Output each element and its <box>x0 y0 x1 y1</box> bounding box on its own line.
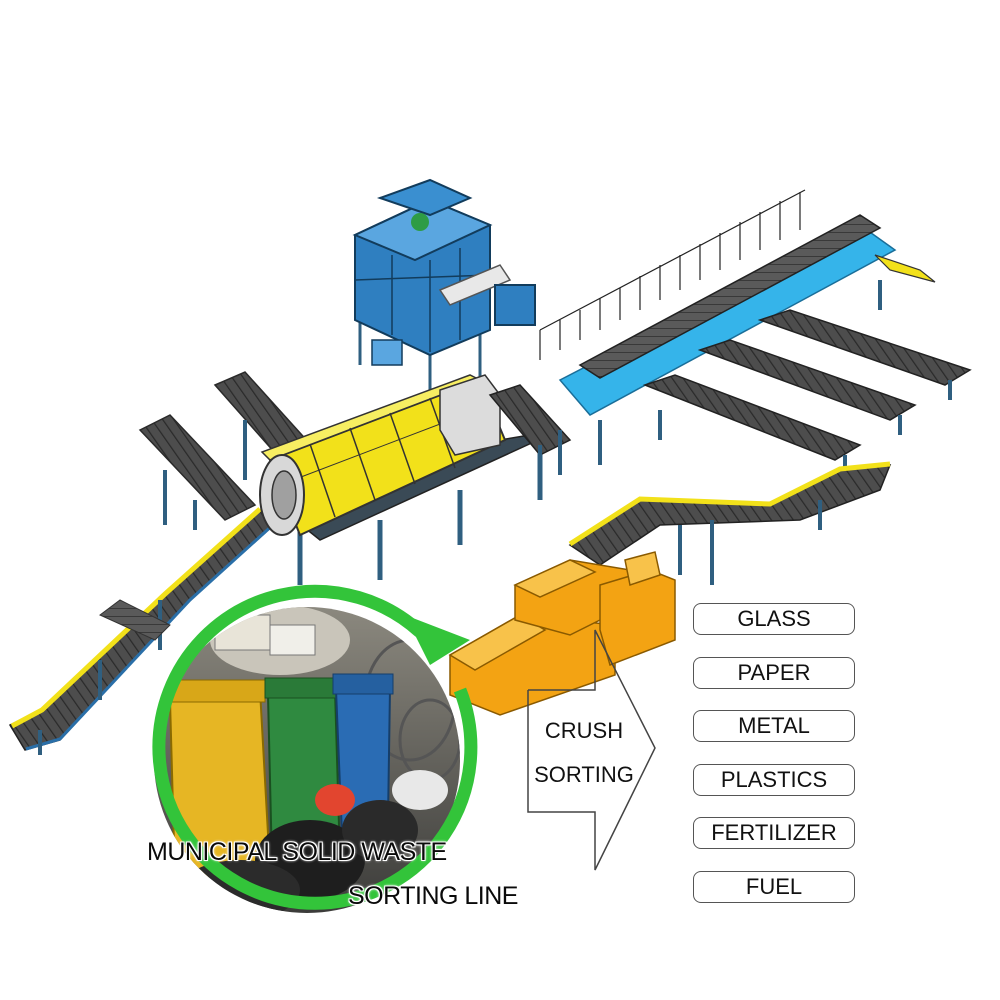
trommel-screen <box>259 374 561 585</box>
process-label-crush: CRUSH <box>544 718 624 743</box>
caption-title-line1: MUNICIPAL SOLID WASTE <box>147 838 447 866</box>
process-arrow <box>527 629 656 871</box>
final-conveyor <box>568 461 892 585</box>
output-fuel: FUEL <box>693 871 855 903</box>
green-cycle-arrow <box>152 584 478 910</box>
output-plastics: PLASTICS <box>693 764 855 796</box>
caption-title-line2: SORTING LINE <box>348 882 518 910</box>
sorting-platform <box>539 189 936 465</box>
output-glass: GLASS <box>693 603 855 635</box>
dust-collector <box>352 178 536 400</box>
process-label-sorting: SORTING <box>534 762 634 787</box>
output-fertilizer: FERTILIZER <box>693 817 855 849</box>
transfer-conveyor <box>488 384 572 475</box>
crusher-units <box>448 551 676 716</box>
discharge-conveyors <box>642 309 972 475</box>
inclined-feed-conveyor <box>8 507 287 755</box>
waste-photo <box>151 604 463 916</box>
output-metal: METAL <box>693 710 855 742</box>
output-paper: PAPER <box>693 657 855 689</box>
